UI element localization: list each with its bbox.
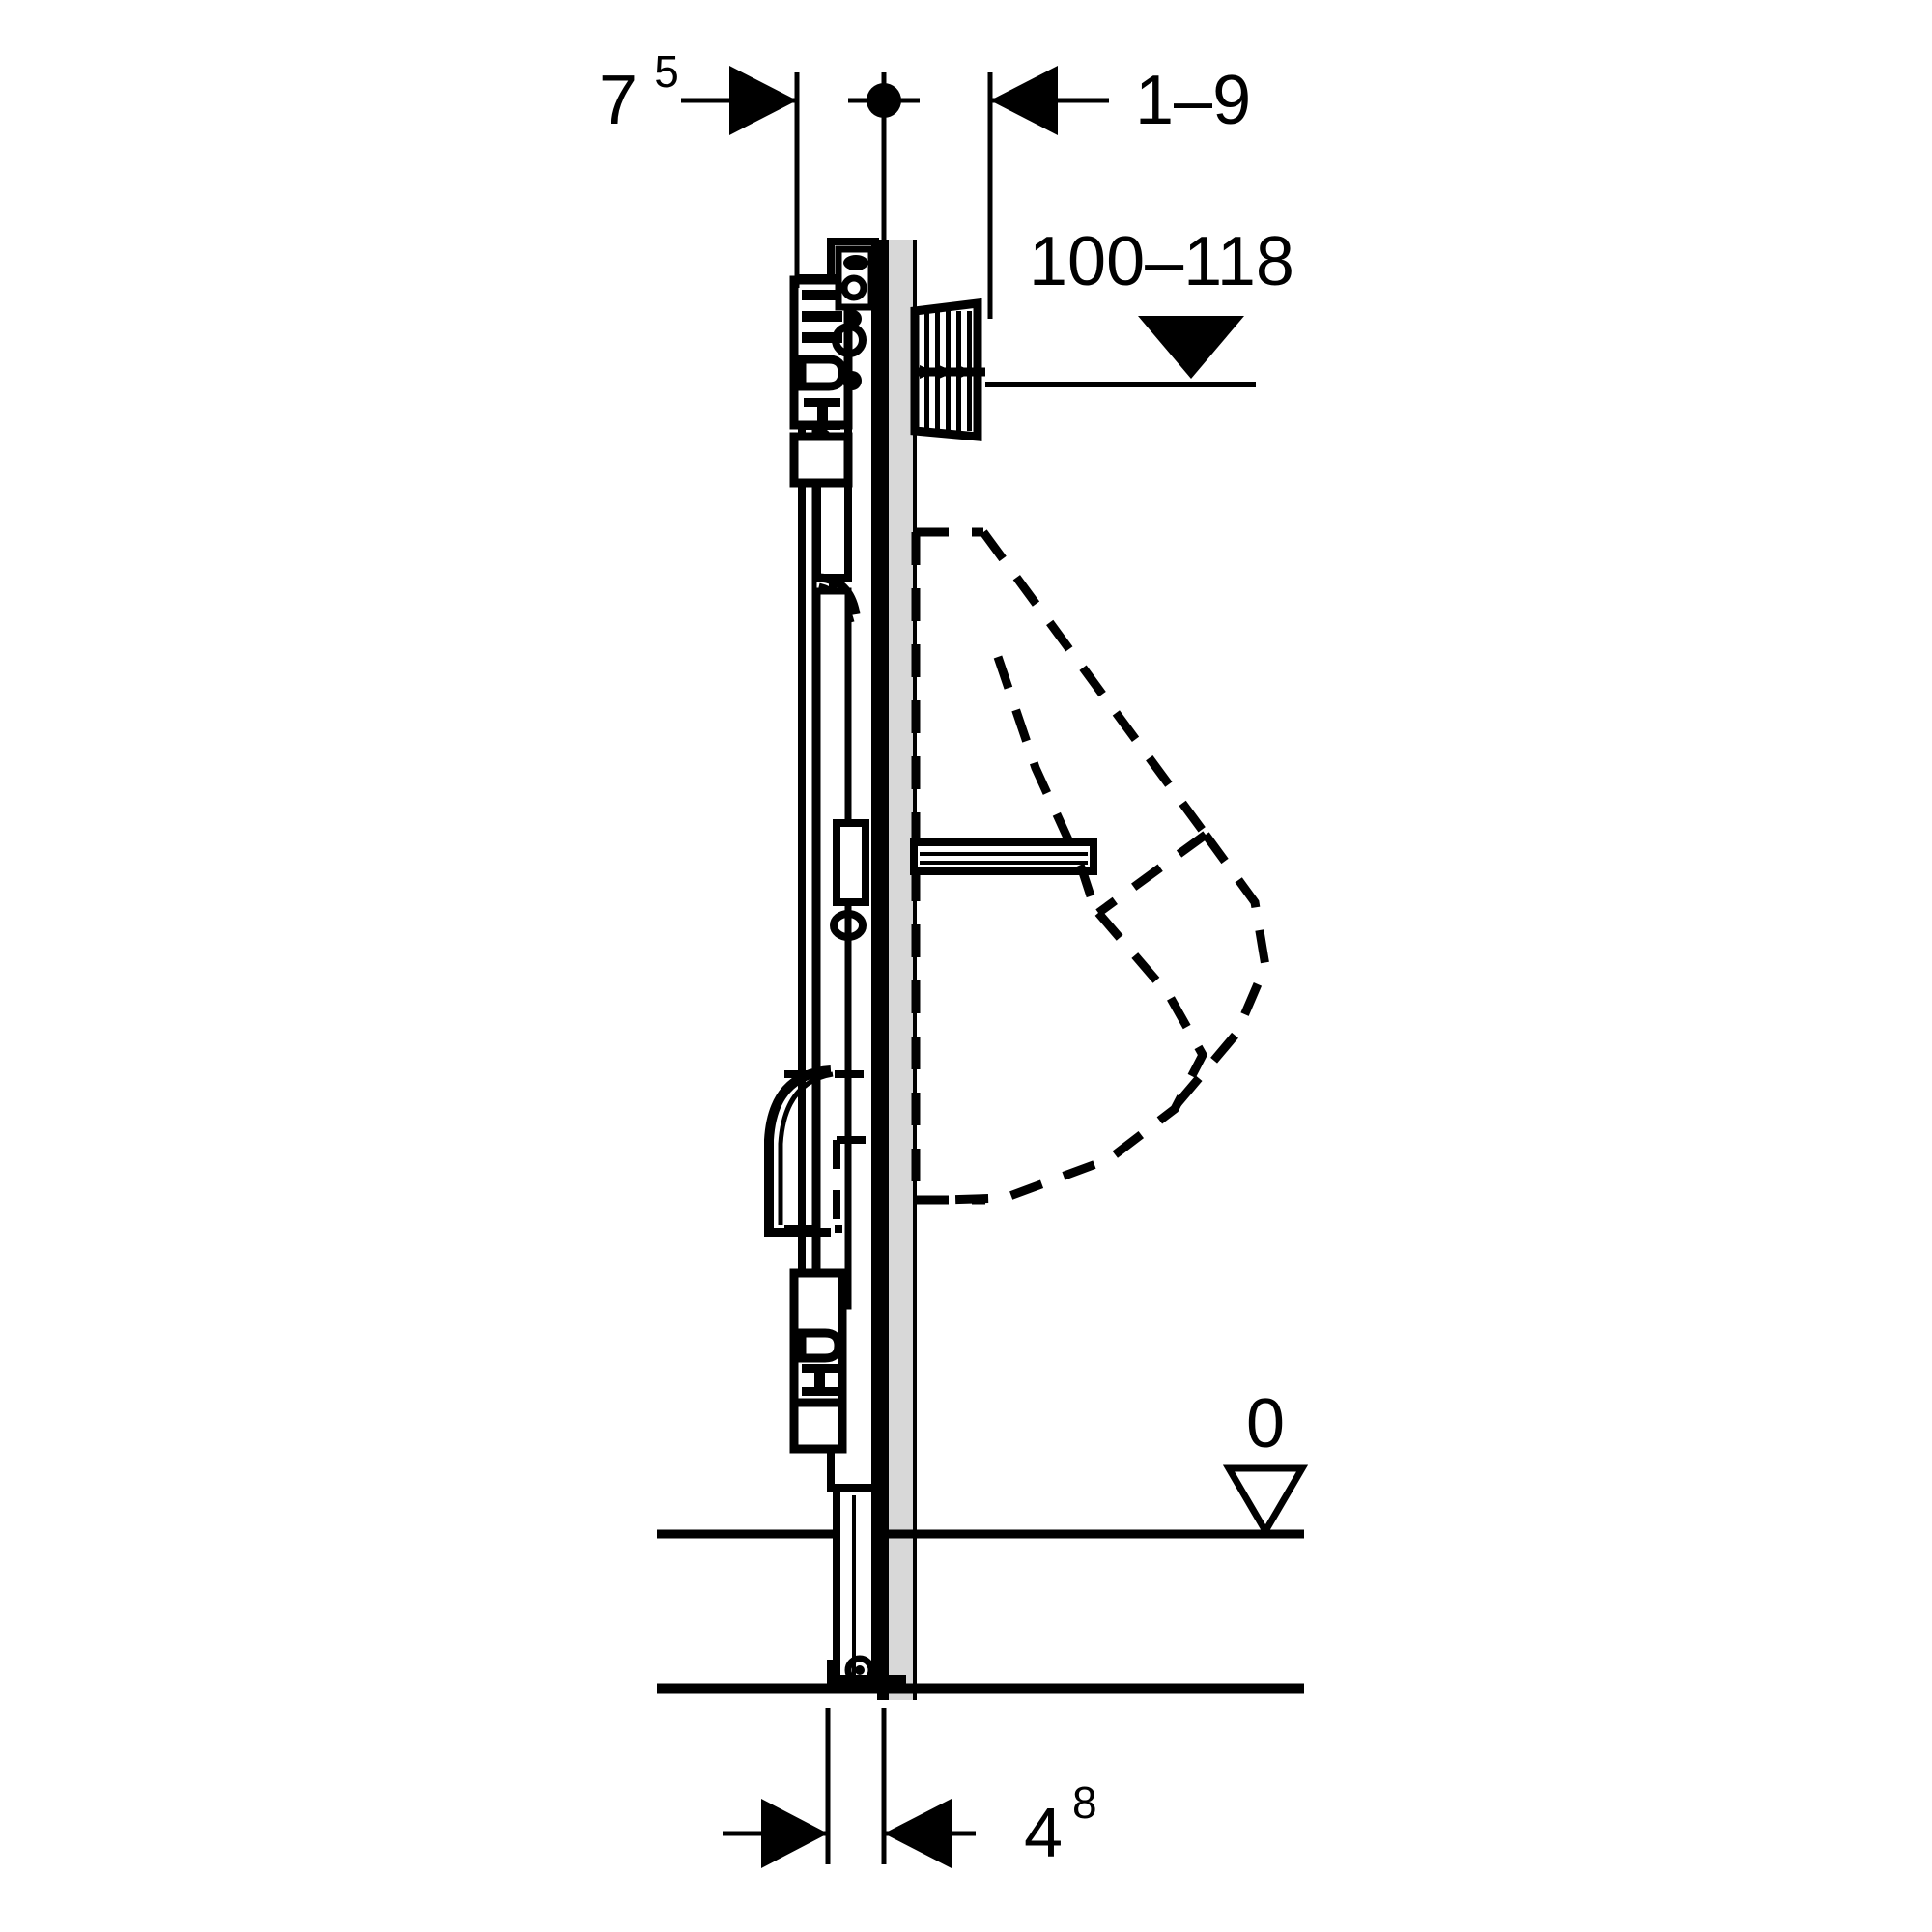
wall-fill: [889, 240, 914, 1700]
bracket-rounded-lug: [797, 355, 847, 391]
zero-level-label: 0: [1246, 1385, 1285, 1463]
bottom-fastener-stem: [814, 1364, 825, 1395]
bottom-bracket-slot: [789, 1398, 847, 1454]
base-plate-bolt-inner: [855, 1665, 865, 1675]
bracket-slat-3: [802, 332, 842, 343]
flush-connector-ribbed: [910, 298, 985, 441]
level-lines: [657, 1529, 1304, 1694]
urinal-ceramic-outline: [911, 527, 1270, 1205]
top-left-dim-value: 7: [599, 62, 638, 139]
head-plate-hole-mid: [840, 274, 867, 301]
flush-connector-arrow-2: [939, 365, 954, 379]
bottom-dim-superscript: 8: [1072, 1777, 1097, 1828]
ceramic-rim-inner: [1095, 831, 1208, 917]
flush-connector-arrow-3: [958, 365, 974, 379]
trap-outer-curve: [764, 1065, 832, 1237]
zero-level-marker: 0: [1222, 1385, 1309, 1538]
ceramic-front-face: [1170, 832, 1270, 1111]
threaded-anchor-rod: [910, 838, 1097, 875]
top-bracket-detail: [789, 275, 853, 488]
anchor-rod-threads: [920, 848, 1088, 866]
base-plate-bolt-outer: [844, 1655, 875, 1686]
drain-trap-element: [764, 1065, 834, 1237]
mid-plate-hole: [830, 910, 867, 941]
ceramic-inner-wall: [993, 655, 1101, 916]
bottom-dim-arrow-right: [884, 1799, 952, 1868]
bottom-bracket-detail: [789, 1268, 847, 1454]
top-left-dim-superscript: 5: [654, 46, 679, 97]
bracket-lower-slot: [789, 432, 853, 488]
ceramic-top-slope: [980, 529, 1209, 838]
flush-connector-arrow-1: [920, 365, 935, 379]
upper-level-triangle-icon: [1138, 316, 1244, 379]
dim-arrow-left: [729, 66, 797, 135]
bracket-fastener-bottom: [804, 421, 840, 430]
wall-front-face-line: [877, 240, 889, 1700]
frame-head-detail: [832, 245, 875, 390]
bottom-dim-arrow-left: [761, 1799, 828, 1868]
bracket-fastener-stem: [817, 398, 828, 429]
top-dimension-chain: 7 5 1–9: [599, 46, 1251, 319]
trap-inner-curve: [778, 1071, 834, 1225]
top-right-dim-value: 1–9: [1135, 62, 1251, 139]
zero-level-triangle-icon: [1222, 1464, 1309, 1538]
bottom-dimension-chain: 4 8: [723, 1708, 1097, 1872]
head-plate-dot-2: [842, 371, 862, 390]
bracket-slat-1: [802, 290, 842, 300]
bottom-dim-value: 4: [1024, 1795, 1063, 1872]
bottom-fastener-bottom: [802, 1387, 838, 1396]
hidden-trap-outline: [784, 1070, 875, 1233]
wall-assembly: [877, 240, 917, 1700]
ceramic-bowl-bottom: [941, 910, 1208, 1205]
upper-level-marker: 100–118: [985, 223, 1294, 387]
upper-level-label: 100–118: [1029, 223, 1294, 300]
bottom-bracket-lug: [797, 1328, 843, 1363]
mid-plate-slot: [833, 819, 869, 906]
head-plate-hole-large: [832, 323, 867, 357]
dim-arrow-right: [990, 66, 1058, 135]
mid-mount-plate: [830, 819, 869, 941]
bracket-slat-2: [802, 311, 842, 322]
base-plate-left-lug: [827, 1660, 840, 1685]
head-plate-hole-top: [843, 255, 868, 270]
